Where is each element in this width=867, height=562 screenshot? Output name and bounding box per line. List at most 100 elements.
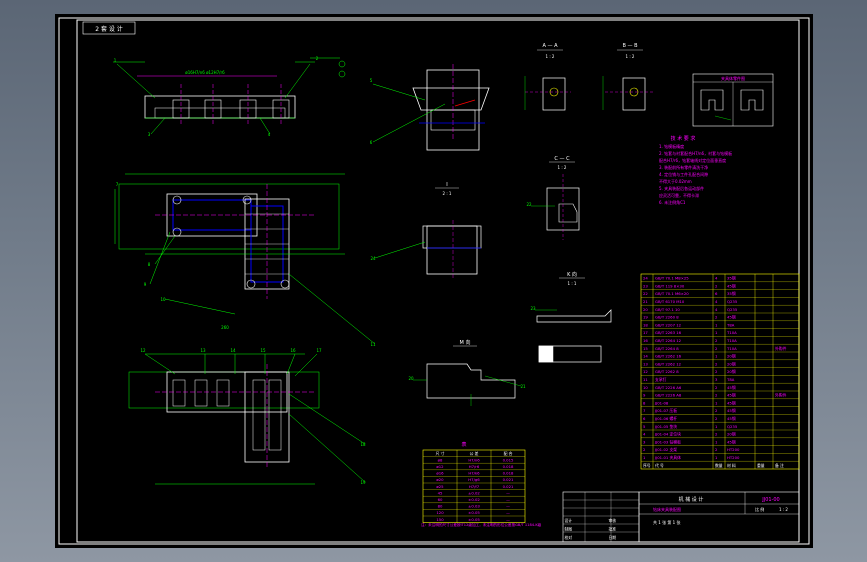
part-balloon: 23 [530, 306, 536, 311]
bom-cell: 2 [715, 338, 718, 343]
bom-cell: GB/T 2263 16 [655, 330, 682, 335]
bom-cell: 2 [715, 369, 718, 374]
dim-table-cell: 0.021 [503, 477, 514, 482]
dim-table-title: 表 [461, 441, 466, 448]
bom-cell: JJ01-06 螺杆 [654, 416, 677, 421]
bom-cell: 1 [715, 455, 718, 460]
bom-cell: 2 [715, 283, 718, 288]
inset-box-title: 夹具体零件图 [721, 75, 745, 81]
bom-cell: GB/T 2262 16 [655, 354, 682, 359]
dim-table-cell: H7/f7 [469, 484, 480, 489]
dim-table-cell: 80 [438, 504, 443, 509]
bom-cell: 3 [715, 377, 718, 382]
bom-cell: GB/T 119 8×30 [655, 283, 685, 288]
section-a-view: A — A 1 : 2 [524, 43, 571, 111]
dim-table-cell: 120 [436, 510, 444, 515]
tech-requirement-line: 配合H7/r6，钻套轴线对定位面垂直度 [659, 157, 726, 163]
bom-cell: GB/T 2262 8 [655, 369, 679, 374]
inset-detail-box: 夹具体零件图 [692, 73, 774, 127]
title-block-scale: 1 : 2 [779, 507, 788, 512]
bom-cell: 20钢 [727, 354, 736, 359]
bom-cell: T8A [726, 377, 735, 382]
bom-cell: 2 [715, 393, 718, 398]
bom-cell: 45钢 [727, 416, 736, 421]
bom-cell: GB/T 70.1 M8×25 [655, 276, 689, 281]
dim-table-cell: ø12 [436, 464, 444, 469]
part-balloon: 22 [526, 202, 532, 207]
bom-cell: 45钢 [727, 439, 736, 444]
section-c-label: C — C [554, 156, 570, 162]
tech-requirement-line: 5. 夹具装配后各运动部件 [659, 185, 704, 191]
tech-requirements-title: 技 术 要 求 [671, 135, 696, 142]
bom-cell: 5 [643, 424, 646, 429]
dim-table-cell: ø8 [438, 457, 443, 462]
bom-cell: 3 [643, 439, 646, 444]
dim-table-cell: ø16 [436, 471, 444, 476]
section-a-label: A — A [542, 43, 558, 49]
dim-table-cell: ±0.02 [468, 490, 480, 495]
bom-cell: 1 [715, 354, 718, 359]
sheet-tag-box [82, 21, 136, 35]
bom-cell: 2 [715, 385, 718, 390]
dim-table-cell: 45 [438, 490, 443, 495]
part-balloon: 21 [520, 384, 526, 389]
section-b-label: B — B [622, 43, 638, 49]
title-block-signature-grid: 设计审核制图批准校对日期 [565, 518, 617, 540]
bom-cell: 45钢 [727, 408, 736, 413]
title-block-drawing-title: 钻床夹具装配图 [653, 506, 681, 512]
part-balloon: 5 [370, 78, 373, 83]
bom-cell: 4 [715, 299, 718, 304]
dim-table-frame [422, 449, 526, 523]
part-balloon: 14 [230, 348, 236, 353]
bom-cell: GB/T 2262 12 [655, 361, 682, 366]
dim-table-cell: ±0.02 [468, 497, 480, 502]
dim-table-cell: — [506, 497, 510, 502]
view-m-label: M 向 [460, 339, 471, 346]
part-balloon: 2 [316, 56, 319, 61]
bom-header-cell: 重量 [757, 463, 765, 468]
section-a-scale: 1 : 2 [546, 54, 555, 59]
dim-table-cell: ø25 [436, 484, 444, 489]
view-m: M 向 [413, 339, 522, 406]
dim-table-cell: 0.018 [503, 471, 514, 476]
detail-i-label: I [446, 182, 447, 188]
bom-cell: 35钢 [727, 276, 736, 281]
bom-cell: 2 [715, 315, 718, 320]
part-balloon: 16 [290, 348, 296, 353]
title-block-cell: 批准 [609, 527, 617, 532]
title-block-drawing-number: JJ01-00 [761, 497, 779, 503]
bottom-section-view [128, 353, 366, 485]
title-block-cell: 日期 [609, 535, 617, 540]
part-balloon: 7 [116, 182, 119, 187]
bom-cell: GB/T 2264 8 [655, 346, 679, 351]
part-balloon: 4 [268, 132, 271, 137]
dim-table-cell: H7/g6 [468, 477, 480, 482]
bom-cell: GB/T 2226 A8 [655, 393, 682, 398]
bom-table-frame [640, 273, 800, 470]
section-b-view: B — B 1 : 2 [602, 43, 655, 111]
title-block-cell: 制图 [565, 527, 573, 532]
title-block-note: 注：未注明的尺寸公差按IT12级加工，未注明的形位公差按GB/T 1184-K级 [421, 522, 542, 527]
dim-table-cell: 0.018 [503, 464, 514, 469]
dim-table-header-cell: 公 差 [470, 451, 479, 456]
drawing-viewport[interactable]: 2 套 设 计 ø16H7/n6 ø12H7/r6 [55, 14, 813, 548]
bom-cell: GB/T 2207 12 [655, 322, 682, 327]
bom-cell: 20钢 [727, 361, 736, 366]
dim-table-cell: 0.015 [503, 457, 514, 462]
bom-cell: Q235 [727, 307, 738, 312]
dim-table-cell: 150 [436, 517, 444, 522]
bom-cell: 22 [643, 291, 648, 296]
bom-cell: 2 [715, 361, 718, 366]
front-view: ø16H7/n6 ø12H7/r6 [113, 57, 346, 135]
part-balloon: 24 [370, 256, 376, 261]
tech-requirement-line: 3. 装配前所有零件清洗干净 [659, 164, 708, 170]
bom-cell: 1 [715, 424, 718, 429]
title-block-school: 机 械 设 计 [679, 496, 704, 503]
bom-cell: 21 [643, 299, 648, 304]
part-balloon: 20 [408, 376, 414, 381]
bom-cell: 2 [715, 447, 718, 452]
view-k-scale: 1 : 1 [568, 281, 577, 286]
